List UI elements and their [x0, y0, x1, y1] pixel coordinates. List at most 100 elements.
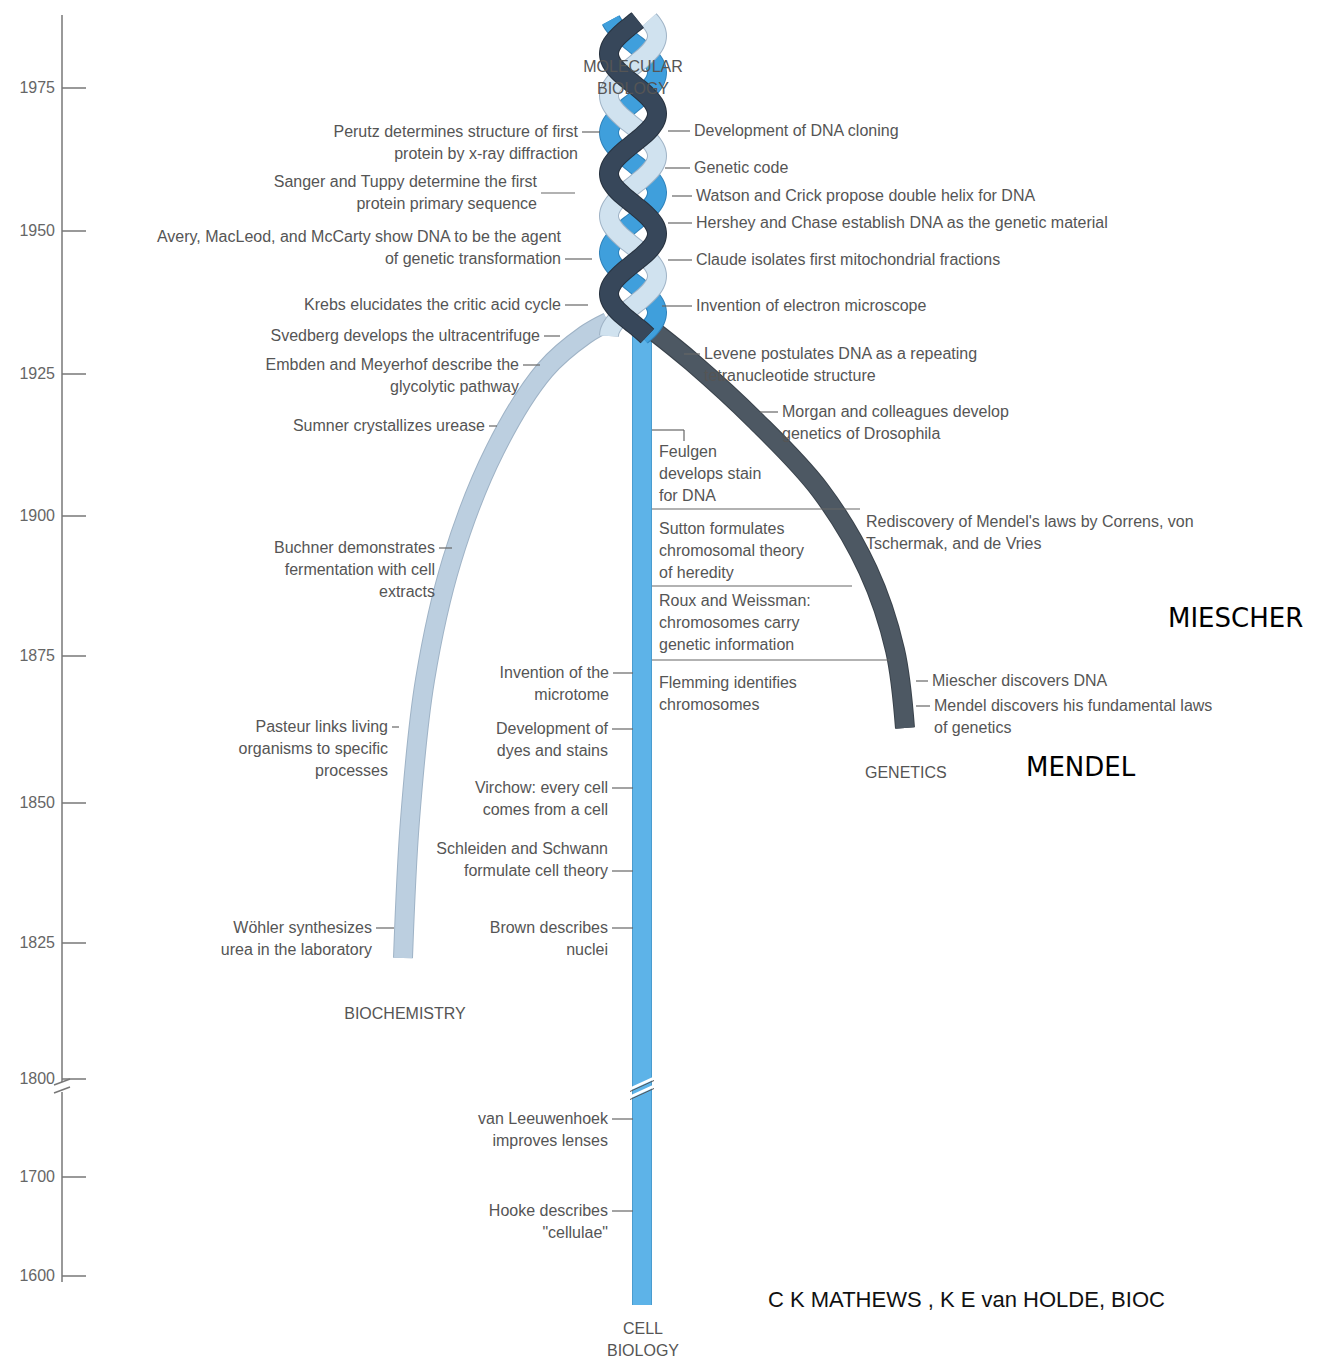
leader-line	[668, 259, 692, 260]
leader-lines	[376, 131, 930, 1211]
leader-line	[612, 927, 633, 928]
timeline-label: Embden and Meyerhof describe the glycoly…	[229, 354, 519, 398]
axis-tick	[62, 1078, 86, 1080]
timeline-label: Development of DNA cloning	[694, 120, 899, 142]
leader-line	[565, 258, 592, 259]
leader-line	[652, 659, 890, 660]
leader-line	[544, 335, 560, 336]
leader-line	[760, 411, 778, 412]
timeline-label: Sumner crystallizes urease	[293, 415, 485, 437]
timeline-label: Watson and Crick propose double helix fo…	[696, 185, 1035, 207]
axis-tick	[62, 1176, 86, 1178]
strands	[403, 20, 905, 1305]
leader-line	[916, 680, 928, 681]
timeline-label: Perutz determines structure of first pro…	[303, 121, 578, 165]
timeline-label: Avery, MacLeod, and McCarty show DNA to …	[141, 226, 561, 270]
leader-line	[392, 726, 399, 727]
timeline-label: Virchow: every cell comes from a cell	[448, 777, 608, 821]
axis-year: 1925	[19, 363, 55, 385]
axis-year: 1875	[19, 645, 55, 667]
timeline-label: BIOCHEMISTRY	[325, 1003, 485, 1025]
timeline-label: MENDEL	[1026, 752, 1135, 782]
axis-year: 1700	[19, 1166, 55, 1188]
timeline-label: Brown describes nuclei	[458, 917, 608, 961]
strand-break	[630, 1086, 654, 1097]
timeline-label: Roux and Weissman: chromosomes carry gen…	[659, 590, 839, 656]
timeline-label: Morgan and colleagues develop genetics o…	[782, 401, 1072, 445]
leader-line	[376, 927, 394, 928]
leader-line	[612, 1118, 633, 1119]
axis-year: 1600	[19, 1265, 55, 1287]
leader-line	[612, 787, 633, 788]
strand-break-mark	[630, 1089, 654, 1100]
timeline-label: Mendel discovers his fundamental laws of…	[934, 695, 1214, 739]
timeline-label: Claude isolates first mitochondrial frac…	[696, 249, 1000, 271]
axis-tick	[62, 655, 86, 657]
timeline-label: Krebs elucidates the critic acid cycle	[304, 294, 561, 316]
axis-year: 1975	[19, 77, 55, 99]
timeline-label: Hooke describes "cellulae"	[458, 1200, 608, 1244]
timeline-label: GENETICS	[865, 762, 947, 784]
timeline-label: Invention of electron microscope	[696, 295, 926, 317]
timeline-label: Hershey and Chase establish DNA as the g…	[696, 212, 1108, 234]
leader-line	[489, 425, 497, 426]
axis-year: 1850	[19, 792, 55, 814]
timeline-label: MOLECULAR BIOLOGY	[573, 56, 693, 100]
leader-line	[662, 305, 692, 306]
timeline-label: CELL BIOLOGY	[603, 1318, 683, 1360]
leader-line	[668, 130, 690, 131]
leader-line	[652, 429, 684, 430]
leader-line	[916, 705, 930, 706]
leader-line	[541, 192, 575, 193]
axis-tick	[62, 87, 86, 89]
axis-tick	[62, 942, 86, 944]
axis-year: 1900	[19, 505, 55, 527]
leader-line	[612, 728, 633, 729]
leader-line	[652, 585, 852, 586]
axis-tick	[62, 373, 86, 375]
axis-tick	[62, 802, 86, 804]
leader-line	[523, 364, 540, 365]
leader-line	[672, 195, 692, 196]
leader-line	[565, 304, 588, 305]
timeline-label: Sanger and Tuppy determine the first pro…	[267, 171, 537, 215]
leader-line	[582, 131, 600, 132]
cell-biology-strand-edge	[632, 335, 652, 1305]
axis-tick	[62, 515, 86, 517]
leader-line	[683, 430, 684, 441]
axis-break	[54, 1087, 70, 1093]
timeline-label: Flemming identifies chromosomes	[659, 672, 839, 716]
leader-line	[612, 1210, 633, 1211]
source-caption: C K MATHEWS , K E van HOLDE, BIOC	[768, 1286, 1165, 1314]
axis-break	[54, 1079, 70, 1085]
leader-line	[613, 672, 633, 673]
axis-year: 1950	[19, 220, 55, 242]
timeline-label: Svedberg develops the ultracentrifuge	[270, 325, 540, 347]
timeline-label: Buchner demonstrates fermentation with c…	[260, 537, 435, 603]
timeline-label: Levene postulates DNA as a repeating tet…	[704, 343, 1064, 387]
timeline-label: Invention of the microtome	[469, 662, 609, 706]
time-axis	[54, 15, 86, 1282]
leader-line	[612, 870, 633, 871]
timeline-label: Feulgen develops stain for DNA	[659, 441, 769, 507]
timeline-label: Miescher discovers DNA	[932, 670, 1107, 692]
leader-line	[439, 547, 452, 548]
leader-line	[665, 167, 690, 168]
timeline-label: Development of dyes and stains	[468, 718, 608, 762]
timeline-label: Schleiden and Schwann formulate cell the…	[428, 838, 608, 882]
leader-line	[668, 222, 692, 223]
leader-line	[684, 353, 700, 354]
timeline-label: Sutton formulates chromosomal theory of …	[659, 518, 819, 584]
timeline-label: Pasteur links living organisms to specif…	[238, 716, 388, 782]
axis-year: 1800	[19, 1068, 55, 1090]
leader-line	[652, 508, 860, 509]
axis-tick	[62, 1275, 86, 1277]
axis-tick	[62, 230, 86, 232]
timeline-label: MIESCHER	[1168, 603, 1303, 633]
timeline-label: Rediscovery of Mendel's laws by Correns,…	[866, 511, 1226, 555]
timeline-label: Genetic code	[694, 157, 788, 179]
timeline-label: Wöhler synthesizes urea in the laborator…	[217, 917, 372, 961]
cell-biology-strand	[633, 335, 651, 1305]
